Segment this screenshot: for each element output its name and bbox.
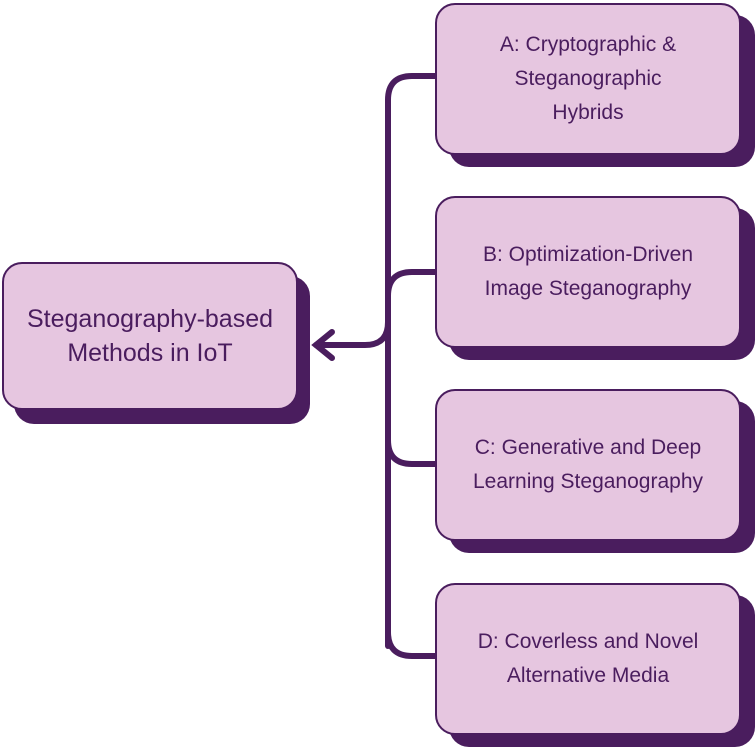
connector-arrowhead (311, 329, 335, 361)
child-label-b: B: Optimization-Driven Image Steganograp… (482, 243, 694, 300)
child-label-c: C: Generative and Deep Learning Steganog… (472, 436, 703, 493)
connector-branch-c (385, 437, 439, 467)
child-label-a: A: Cryptographic & Steganographic Hybrid… (499, 33, 677, 124)
connector-branch-b (385, 269, 439, 299)
child-label-d: D: Coverless and Novel Alternative Media (477, 630, 699, 687)
connector-to-root (313, 319, 391, 348)
root-label: Steganography-based Methods in IoT (26, 305, 274, 367)
connector-branch-a (385, 73, 439, 103)
connector-branch-d (385, 629, 439, 659)
